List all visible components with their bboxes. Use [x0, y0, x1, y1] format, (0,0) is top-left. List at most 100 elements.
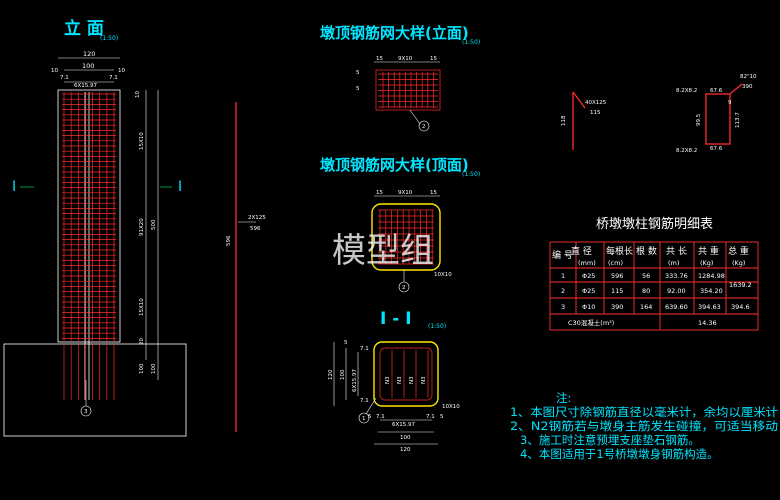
table-r1-each: 596: [611, 272, 623, 280]
mesh-pl-dim-15a: 15: [376, 190, 383, 196]
section-dim-120-left: 120: [328, 369, 334, 380]
table-r1-total-wt: 1284.98: [698, 272, 725, 280]
section-dim-100-bot: 100: [400, 435, 411, 441]
mesh-pl-dim-9x10: 9X10: [398, 190, 413, 196]
bar3-right: 113.7: [735, 112, 741, 128]
elev-dim-20: 20: [139, 338, 145, 345]
mesh-plan-view: 墩顶钢筋网大样(顶面) (1:50) 15 9X10 15 10X10 2: [320, 156, 480, 293]
mesh-elevation-grid: [378, 72, 438, 108]
elev-dim-15x10-top: 15X10: [139, 132, 145, 150]
table-r2-each: 115: [611, 287, 623, 295]
elev-dim-10a: 10: [51, 68, 58, 74]
elev-dim-71b: 7.1: [109, 75, 118, 81]
elev-dim-71a: 7.1: [60, 75, 69, 81]
section-dim-5-left: 5: [344, 340, 348, 346]
table-r1-grand: 1639.2: [729, 281, 752, 289]
section-dim-6x1597-left: 6X15.97: [352, 368, 358, 392]
bar1-height: 118: [561, 115, 567, 126]
elev-dim-120: 120: [83, 50, 95, 58]
section-mark-right: I: [178, 179, 182, 195]
bar3-side-bottom: 67.6: [710, 146, 723, 152]
elev-dim-6x1597: 6X15.97: [74, 83, 98, 89]
mesh-pl-dim-15b: 15: [430, 190, 437, 196]
table-title: 桥墩墩柱钢筋明细表: [596, 216, 713, 232]
elev-dim-15x10-bot: 15X10: [139, 298, 145, 316]
mesh-el-dim-5b: 5: [356, 86, 360, 92]
table-r2-count: 80: [642, 287, 650, 295]
mesh-el-dim-15b: 15: [430, 56, 437, 62]
mesh-plan-pier-outline: [371, 203, 441, 271]
table-footer-label: C30混凝土(m³): [568, 318, 614, 327]
section-label-n3a: N3: [385, 376, 391, 384]
elevation-rebar-cage: [62, 92, 116, 400]
mesh-el-dim-15a: 15: [376, 56, 383, 62]
table-h-count: 根 数: [636, 245, 657, 257]
table-h-grand: 总 重: [728, 245, 749, 257]
table-r1-count: 56: [642, 272, 650, 280]
section-view: I - I (1:50) N3 N3 N3 N3 5 120 100 6X15.…: [328, 309, 460, 453]
side-bar-length-in: 596: [226, 235, 232, 246]
rebar-table: 桥墩墩柱钢筋明细表 编 号 直 径 每根长 根 数 共 长 共 重 总 重 (m…: [549, 216, 759, 331]
section-dim-100-left: 100: [340, 369, 346, 380]
mesh-plan-grid: [378, 209, 434, 265]
notes: 注: 1、本图尺寸除钢筋直径以毫米计，余均以厘米计 2、N2钢筋若与墩身主筋发生…: [510, 391, 779, 461]
table-r3-each: 390: [611, 303, 623, 311]
elev-dim-500: 500: [151, 219, 157, 230]
table-r3-grand: 394.6: [731, 303, 750, 311]
section-dim-71-bot-b: 7.1: [426, 414, 435, 420]
mesh-elevation-view: 墩顶钢筋网大样(立面) (1:50) 15 9X10 15 5 5 2: [320, 24, 480, 132]
table-r3-total-wt: 394.63: [698, 303, 721, 311]
elev-dim-91x20: 91X20: [139, 218, 145, 236]
table-r2-total-wt: 354.20: [700, 287, 723, 295]
bar3-left: 99.5: [696, 113, 702, 126]
table-u-kg1: (Kg): [700, 259, 713, 267]
mesh-elevation-scale: (1:50): [462, 39, 480, 46]
mesh-elevation-title: 墩顶钢筋网大样(立面): [320, 24, 469, 42]
note-line-2: 2、N2钢筋若与墩身主筋发生碰撞，可适当移动: [510, 419, 778, 433]
section-outline: [373, 341, 439, 407]
elevation-bars-in-foundation: [63, 344, 115, 400]
bar-shape-details: 118 40X125 115 8.2X8.2 8.2X8.2 82"10 390…: [561, 74, 757, 154]
section-dim-120-bot: 120: [400, 447, 411, 453]
table-r3-count: 164: [640, 303, 652, 311]
bar1-label: 40X125: [585, 100, 607, 106]
table-h-total-len: 共 长: [666, 245, 687, 257]
section-bar-mark: 1: [362, 416, 366, 422]
side-bar-length-out: 596: [250, 226, 261, 232]
notes-title: 注:: [556, 391, 571, 405]
section-stirrup: [379, 347, 433, 401]
bar3-corner-top: 8.2X8.2: [676, 88, 697, 94]
section-label-n3b: N3: [397, 376, 403, 384]
section-title: I - I: [380, 309, 412, 329]
note-line-4: 4、本图适用于1号桥墩墩身钢筋构造。: [520, 447, 719, 461]
bar3-mid: 9: [728, 100, 732, 106]
table-r1-dia: Φ25: [582, 272, 595, 280]
mesh-el-dim-5a: 5: [356, 70, 360, 76]
note-line-3: 3、施工时注意预埋支座垫石钢筋。: [520, 433, 700, 447]
side-bar-label: 2X125: [248, 215, 266, 221]
mesh-elevation-outline: [375, 69, 441, 111]
elev-dim-10b: 10: [118, 68, 125, 74]
bar3-hook: 82"10: [740, 74, 757, 80]
section-dim-6x1597-bot: 6X15.97: [392, 422, 416, 428]
watermark: 模型组: [332, 231, 434, 271]
elevation-scale: (1:50): [100, 35, 118, 42]
table-r1-total-len: 333.76: [665, 272, 688, 280]
note-line-1: 1、本图尺寸除钢筋直径以毫米计，余均以厘米计: [510, 405, 779, 419]
bar3-side-top: 67.6: [710, 88, 723, 94]
table-footer-value: 14.36: [698, 319, 717, 327]
mesh-el-bar-mark: 2: [422, 124, 426, 130]
section-mark-left: I: [12, 179, 16, 195]
table-r3-no: 3: [561, 303, 565, 311]
section-spiral-label: 10X10: [442, 404, 460, 410]
elev-bar-mark: 3: [84, 409, 88, 415]
elev-dim-100a: 100: [139, 363, 145, 374]
table-u-m: (m): [668, 259, 679, 267]
mesh-plan-scale: (1:50): [462, 171, 480, 178]
elev-dim-10top: 10: [135, 91, 141, 98]
table-u-kg2: (Kg): [732, 259, 745, 267]
mesh-el-dim-9x10: 9X10: [398, 56, 413, 62]
section-dim-5-bot-b: 5: [440, 414, 444, 420]
section-dim-71-lt: 7.1: [360, 346, 369, 352]
